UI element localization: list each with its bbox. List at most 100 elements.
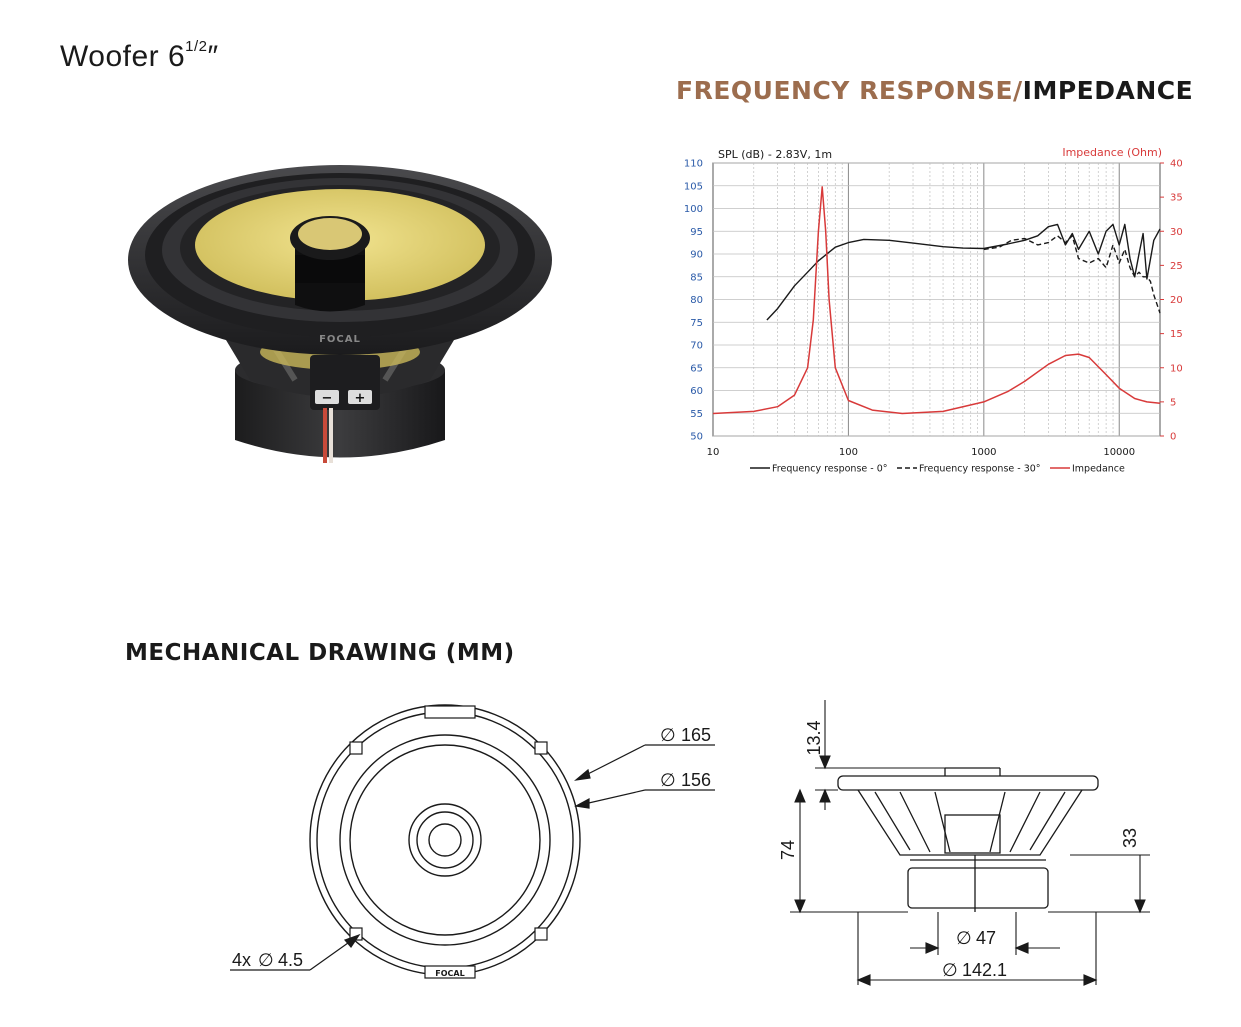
phase-plug-cap — [298, 218, 362, 250]
terminal-minus: − — [322, 391, 333, 406]
page-title: Woofer 61/2″ — [60, 38, 219, 74]
series-line-1 — [983, 235, 1161, 314]
legend: Frequency response - 0° Frequency respons… — [750, 464, 1125, 475]
front-view-drawing: FOCAL ∅ 165 ∅ 156 4x ∅ 4.5 — [220, 690, 720, 990]
arrow-13-4-top — [819, 755, 831, 770]
dim-holes-symbol: ∅ — [258, 950, 274, 970]
legend-label-0: Frequency response - 0° — [772, 464, 888, 475]
dim-156: 156 — [681, 770, 711, 790]
y-left-tick-label: 95 — [690, 227, 703, 238]
legend-label-1: Frequency response - 30° — [919, 464, 1041, 475]
y-right-tick-label: 5 — [1170, 397, 1176, 408]
arrow-142-right — [1083, 974, 1098, 986]
dim-142-1: 142.1 — [962, 960, 1007, 980]
bottom-badge — [424, 965, 476, 979]
terminal-plus: + — [355, 391, 366, 406]
dim-74: 74 — [778, 840, 798, 860]
dim-47: 47 — [976, 928, 996, 948]
wire-red — [323, 408, 327, 463]
title-main: Woofer 6 — [60, 40, 186, 73]
surround-outer — [339, 734, 551, 946]
flange — [837, 775, 1099, 791]
arrow-74-bottom — [794, 899, 806, 914]
side-view-svg: 13.4 74 33 ∅ 47 ∅ 142.1 — [778, 700, 1150, 986]
y-left-tick-label: 110 — [684, 159, 703, 170]
plug-outer — [408, 803, 482, 877]
drawing-brand: FOCAL — [435, 969, 464, 978]
dim-33: 33 — [1120, 828, 1140, 848]
left-axis-title: SPL (dB) - 2.83V, 1m — [718, 148, 832, 161]
magnet — [907, 867, 1049, 909]
leader-165 — [579, 744, 646, 779]
right-axis-title: Impedance (Ohm) — [1062, 146, 1162, 159]
arrow-165 — [573, 768, 591, 781]
front-view-svg: FOCAL ∅ 165 ∅ 156 4x ∅ 4.5 — [230, 704, 715, 979]
x-tick-label: 10 — [707, 447, 720, 458]
arrow-33 — [1134, 899, 1146, 914]
y-right-tick-label: 35 — [1170, 193, 1183, 204]
surround-inner — [349, 744, 541, 936]
y-right-tick-label: 0 — [1170, 432, 1176, 443]
title-sup: 1/2 — [185, 38, 208, 55]
y-left-tick-label: 100 — [684, 204, 703, 215]
dim-165: 165 — [681, 725, 711, 745]
side-view-drawing: 13.4 74 33 ∅ 47 ∅ 142.1 — [770, 680, 1170, 1000]
leader-156 — [579, 789, 646, 806]
wire-white — [329, 408, 333, 463]
grid — [713, 162, 1160, 437]
y-left-tick-label: 85 — [690, 272, 703, 283]
y-left-tick-label: 65 — [690, 363, 703, 374]
arrow-142-left — [856, 974, 871, 986]
dim-47-symbol: ∅ — [956, 928, 972, 948]
speaker-photo: − + FOCAL — [120, 140, 560, 475]
arrow-47-right — [1014, 942, 1029, 954]
dim-165-symbol: ∅ — [660, 725, 676, 745]
y-right-tick-label: 40 — [1170, 159, 1183, 170]
arrow-47-left — [925, 942, 940, 954]
series-line-0 — [766, 223, 1161, 321]
y-right-tick-label: 10 — [1170, 363, 1183, 374]
mount-hole-br — [534, 927, 548, 941]
speaker-photo-svg: − + FOCAL — [128, 165, 552, 463]
title-inch-mark: ″ — [207, 40, 219, 73]
x-tick-label: 100 — [839, 447, 858, 458]
series-line-2 — [712, 186, 1161, 415]
plug-mid — [416, 811, 474, 869]
arrow-hole — [343, 933, 361, 948]
mount-hole-tl — [349, 741, 363, 755]
x-tick-label: 10000 — [1103, 447, 1135, 458]
arrow-74-top — [794, 788, 806, 803]
freq-heading-part-b: IMPEDANCE — [1022, 76, 1194, 105]
basket-spokes — [874, 791, 1066, 853]
basket-outline — [857, 789, 1083, 856]
terminal-housing — [944, 814, 1001, 854]
y-right-tick-label: 15 — [1170, 329, 1183, 340]
terminal-plus-box — [348, 390, 372, 404]
y-left-tick-label: 75 — [690, 318, 703, 329]
dim-holes: 4.5 — [278, 950, 303, 970]
dim-13-4: 13.4 — [804, 720, 824, 755]
y-left-tick-label: 50 — [690, 432, 703, 443]
y-left-tick-label: 105 — [684, 181, 703, 192]
frequency-response-heading: FREQUENCY RESPONSE/IMPEDANCE — [676, 76, 1193, 105]
top-badge — [424, 705, 476, 719]
y-left-tick-label: 90 — [690, 250, 703, 261]
mount-hole-tr — [534, 741, 548, 755]
y-right-tick-label: 20 — [1170, 295, 1183, 306]
freq-heading-part-a: FREQUENCY RESPONSE/ — [676, 76, 1023, 105]
dim-142-symbol: ∅ — [942, 960, 958, 980]
legend-label-2: Impedance — [1072, 464, 1125, 475]
y-left-tick-label: 60 — [690, 386, 703, 397]
x-tick-label: 1000 — [971, 447, 996, 458]
mechanical-drawing-heading: MECHANICAL DRAWING (MM) — [125, 640, 515, 666]
y-left-tick-label: 80 — [690, 295, 703, 306]
dim-156-symbol: ∅ — [660, 770, 676, 790]
magnet — [235, 370, 445, 458]
y-left-tick-label: 55 — [690, 409, 703, 420]
terminal-minus-box — [315, 390, 339, 404]
y-right-tick-label: 25 — [1170, 261, 1183, 272]
series-group — [712, 186, 1161, 415]
